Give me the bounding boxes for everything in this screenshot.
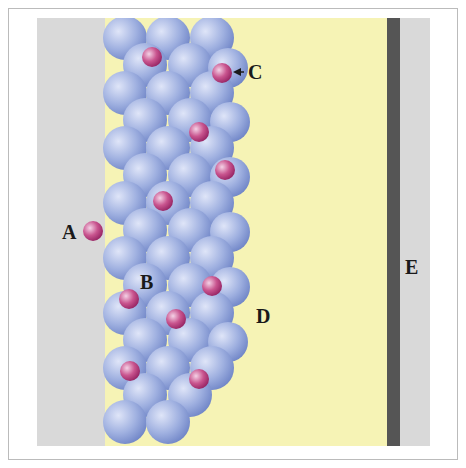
separator	[387, 18, 400, 446]
part-label: D	[256, 305, 270, 327]
catalyst-particles	[83, 47, 235, 389]
counter-electrode	[400, 18, 430, 446]
part-label: A	[62, 221, 76, 243]
particles	[103, 18, 250, 444]
leader-arrow	[233, 68, 244, 76]
part-label: B	[140, 271, 153, 293]
electrolyte	[105, 18, 387, 446]
current-collector	[37, 18, 105, 446]
part-label: C	[248, 61, 262, 83]
frame	[9, 9, 458, 460]
part-label: E	[405, 256, 418, 278]
